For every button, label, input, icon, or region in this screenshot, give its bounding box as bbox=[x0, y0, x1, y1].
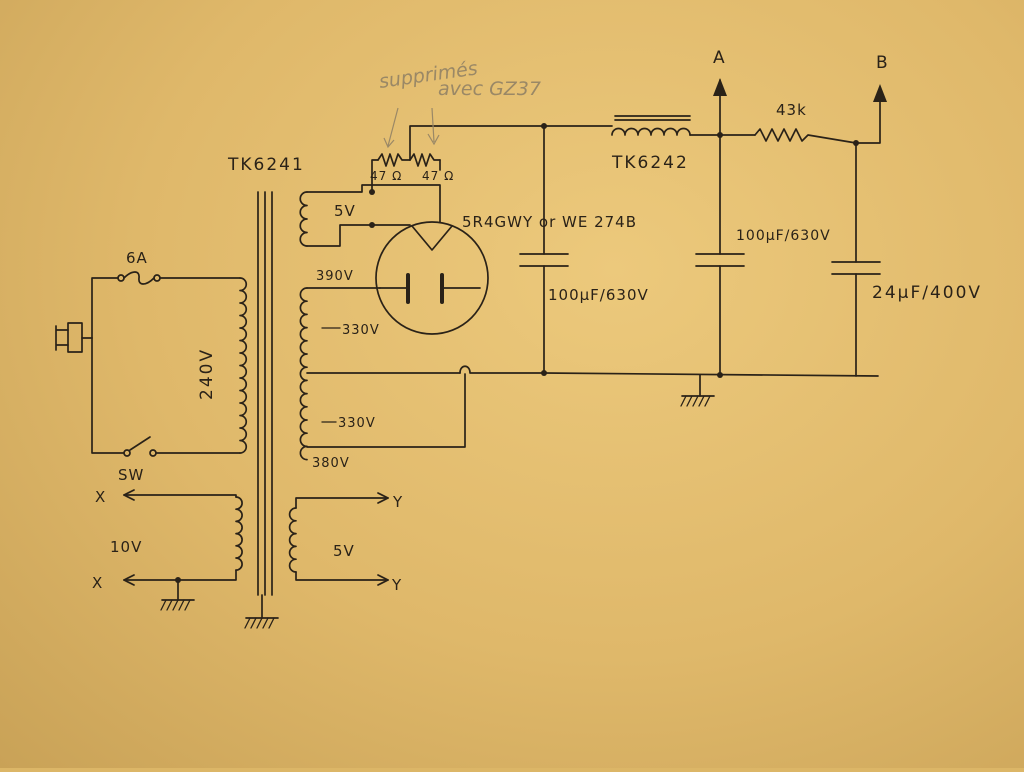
ground-icon bbox=[160, 599, 195, 611]
out-a-label: A bbox=[713, 48, 727, 68]
pencil-arrow-icon bbox=[383, 107, 440, 149]
secondary-5v-winding-icon bbox=[288, 497, 389, 581]
resistor-label: 43k bbox=[776, 101, 807, 119]
primary-circuit-wires bbox=[91, 277, 241, 454]
tap-380-label: 380V bbox=[312, 456, 350, 471]
pencil-note-line2: avec GZ37 bbox=[438, 78, 541, 100]
mains-voltage-label: 240V bbox=[197, 348, 217, 400]
resistor-icon bbox=[377, 153, 411, 167]
res-47-b-label: 47 Ω bbox=[422, 169, 454, 183]
choke-label: TK6242 bbox=[611, 153, 689, 173]
ground-icon bbox=[244, 617, 279, 629]
secondary-10v-winding-icon bbox=[123, 494, 243, 581]
output-x-bottom-label: X bbox=[92, 574, 103, 592]
tap-330-lower-label: 330V bbox=[338, 416, 376, 431]
heater-5v-label: 5V bbox=[334, 202, 356, 220]
arrow-icon bbox=[713, 78, 727, 96]
output-y-top-label: Y bbox=[392, 493, 403, 511]
switch-icon bbox=[123, 436, 157, 457]
capacitor-icon bbox=[519, 253, 569, 267]
cap2-label: 100μF/630V bbox=[736, 228, 831, 244]
output-y-bottom-label: Y bbox=[391, 576, 402, 594]
cap3-label: 24μF/400V bbox=[872, 283, 982, 303]
fuse-label: 6A bbox=[126, 249, 148, 267]
switch-label: SW bbox=[118, 466, 144, 484]
out-5v-label: 5V bbox=[333, 542, 355, 560]
mains-plug-icon bbox=[55, 322, 93, 353]
resistor-icon bbox=[754, 128, 857, 144]
arrow-icon bbox=[377, 492, 389, 586]
capacitor-icon bbox=[831, 261, 881, 275]
rectifier-label: 5R4GWY or WE 274B bbox=[462, 213, 637, 231]
resistor-icon bbox=[409, 153, 441, 167]
out-10v-label: 10V bbox=[110, 538, 142, 556]
primary-winding-icon bbox=[239, 277, 248, 454]
power-transformer-label: TK6241 bbox=[227, 155, 305, 175]
tap-390-label: 390V bbox=[316, 269, 354, 284]
output-x-top-label: X bbox=[95, 488, 106, 506]
res-47-a-label: 47 Ω bbox=[370, 169, 402, 183]
cap1-label: 100μF/630V bbox=[548, 286, 649, 304]
fuse-icon bbox=[117, 271, 161, 285]
capacitor-icon bbox=[695, 253, 745, 267]
inductor-icon bbox=[611, 115, 691, 136]
transformer-core bbox=[257, 191, 273, 619]
arrow-icon bbox=[873, 84, 887, 102]
ground-icon bbox=[680, 395, 715, 407]
rectifier-tube-icon bbox=[375, 221, 489, 335]
tap-330-upper-label: 330V bbox=[342, 323, 380, 338]
hv-secondary-winding-icon bbox=[299, 287, 308, 461]
arrow-icon bbox=[123, 489, 135, 586]
out-b-label: B bbox=[876, 53, 890, 73]
